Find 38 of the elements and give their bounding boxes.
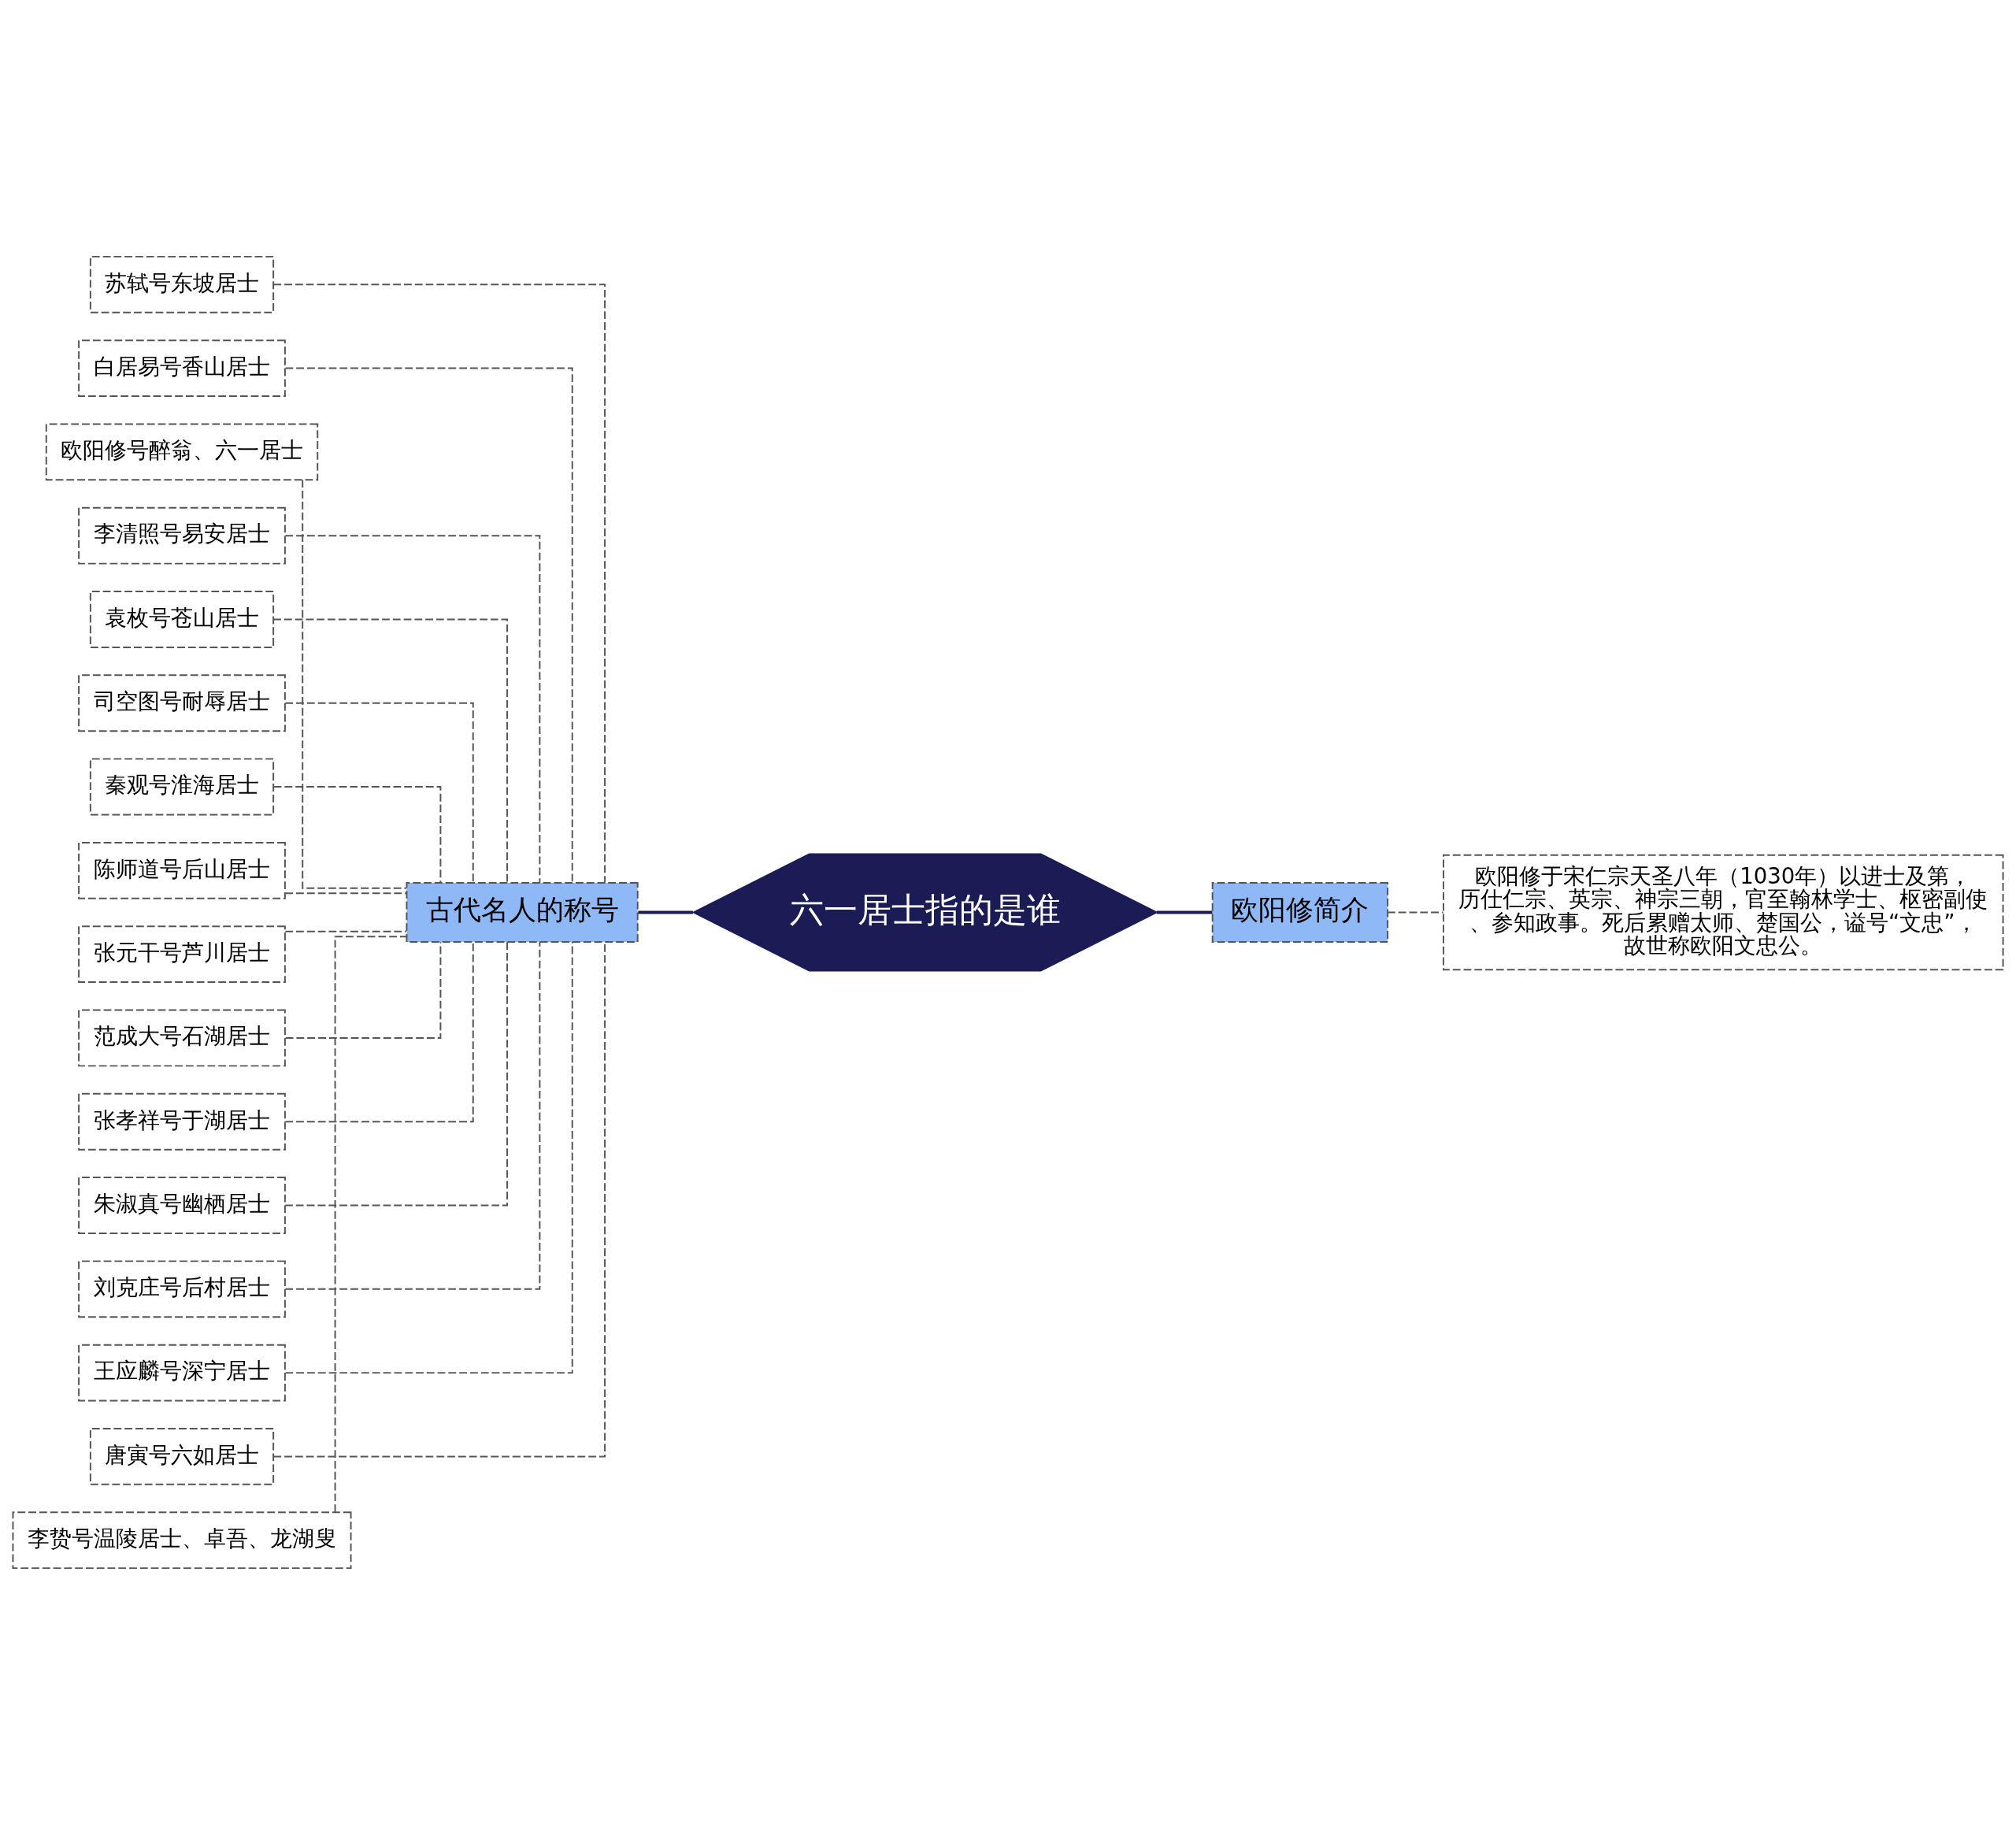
node-box: 苏轼号东坡居士 (89, 255, 275, 313)
node-box: 唐寅号六如居士 (89, 1427, 275, 1485)
connector (284, 940, 541, 1290)
connector (272, 785, 442, 884)
connector (284, 940, 442, 1039)
node-box: 袁枚号苍山居士 (89, 590, 275, 648)
connector (1387, 911, 1444, 913)
node-box: 王应麟号深宁居士 (78, 1344, 286, 1402)
node-box: 白居易号香山居士 (78, 339, 286, 397)
node-box: 张元干号芦川居士 (78, 925, 286, 983)
node-box: 欧阳修于宋仁宗天圣八年（1030年）以进士及第，历仕仁宗、英宗、神宗三朝，官至翰林学士、枢密副使、参知政事。死后累赠太师、楚国公，谥号“文忠”，故世称欧阳文忠公。 (1442, 854, 2004, 970)
node-box: 范成大号石湖居士 (78, 1009, 286, 1066)
node-box: 陈师道号后山居士 (78, 841, 286, 899)
connector (272, 940, 606, 1457)
connector (284, 930, 407, 932)
connector (284, 534, 541, 884)
node-box: 欧阳修简介 (1211, 881, 1389, 943)
node-box: 朱淑真号幽栖居士 (78, 1176, 286, 1234)
node-box: 李贽号温陵居士、卓吾、龙湖叟 (12, 1511, 352, 1569)
node-box: 秦观号淮海居士 (89, 758, 275, 815)
connector (284, 367, 573, 884)
connector (334, 935, 407, 1513)
node-box: 欧阳修号醉翁、六一居士 (45, 422, 319, 480)
connector (284, 892, 407, 894)
node-box: 张孝祥号于湖居士 (78, 1092, 286, 1151)
connector (272, 618, 509, 884)
connector (284, 940, 474, 1122)
connector (284, 702, 474, 884)
node-box: 刘克庄号后村居士 (78, 1259, 286, 1318)
node-box: 古代名人的称号 (406, 881, 639, 943)
node-box: 司空图号耐辱居士 (78, 673, 286, 732)
connector (1156, 910, 1213, 914)
node-box: 李清照号易安居士 (78, 506, 286, 565)
connector (284, 940, 573, 1374)
connector (638, 910, 693, 914)
connector (272, 283, 606, 884)
connector (284, 940, 509, 1206)
connector (302, 478, 408, 889)
